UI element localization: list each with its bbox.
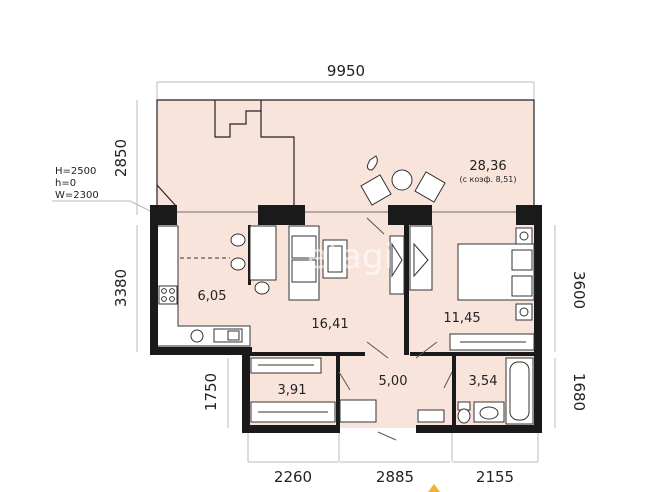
bathroom-fixtures — [417, 357, 534, 425]
dim-bottom-3: 2155 — [476, 468, 514, 486]
watermark-text: etagi — [307, 237, 393, 277]
wardrobe-furniture — [250, 357, 377, 423]
dim-left-terrace: 2850 — [112, 139, 130, 177]
kitchen-area: 6,05 — [198, 289, 227, 304]
bedroom-furniture — [409, 225, 535, 351]
terrace-coefficient: (с коэф. 8,51) — [459, 175, 516, 184]
door-swings — [338, 217, 453, 441]
walls — [150, 205, 542, 433]
terrace-area: 28,36 — [469, 159, 506, 174]
dim-bottom-1: 2260 — [274, 468, 312, 486]
dim-right-bottom: 1680 — [570, 373, 588, 411]
kitchen-furniture — [158, 225, 277, 347]
bedroom-area: 11,45 — [443, 311, 480, 326]
living-area: 16,41 — [311, 317, 348, 332]
dim-top: 9950 — [327, 62, 365, 80]
dim-right-main: 3600 — [570, 271, 588, 309]
dim-bottom-2: 2885 — [376, 468, 414, 486]
dim-left-bottom: 1750 — [202, 373, 220, 411]
opening-height: H=2500 — [55, 166, 96, 177]
terrace-furniture — [360, 155, 446, 206]
dimension-lines — [52, 81, 556, 463]
dim-left-main: 3380 — [112, 269, 130, 307]
accent-mark — [428, 484, 440, 492]
bathroom-area: 3,54 — [469, 374, 498, 389]
hall-area: 5,00 — [379, 374, 408, 389]
opening-width: W=2300 — [55, 190, 99, 201]
living-furniture — [288, 225, 405, 301]
opening-sill: h=0 — [55, 178, 76, 189]
terrace-outline — [156, 99, 535, 215]
wardrobe-area: 3,91 — [278, 383, 307, 398]
